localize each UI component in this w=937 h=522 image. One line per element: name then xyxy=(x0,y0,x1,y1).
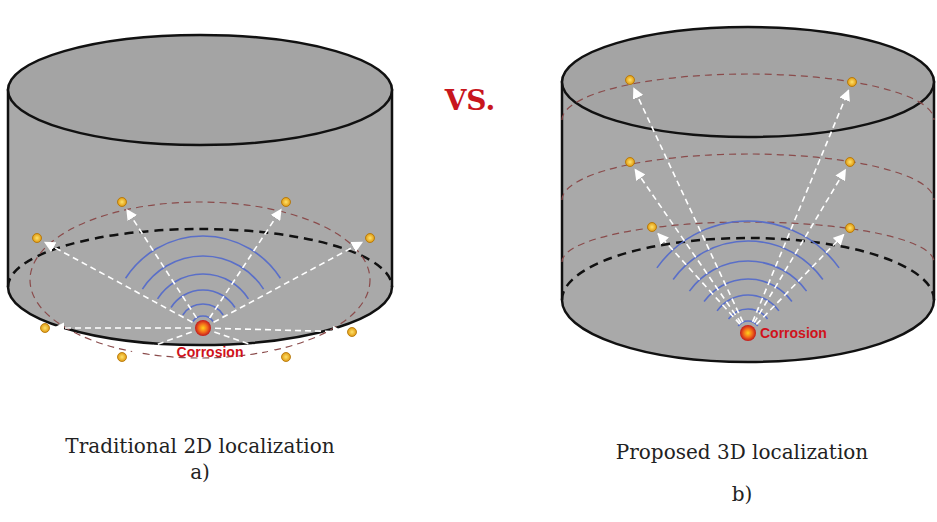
corrosion-source xyxy=(740,325,756,341)
wave-front xyxy=(657,221,839,268)
wave-front xyxy=(158,274,249,299)
sensor-ring xyxy=(562,154,934,200)
wave-path xyxy=(754,170,845,323)
ae-sensor xyxy=(626,76,635,85)
tank-roof xyxy=(562,27,934,137)
wave-front xyxy=(126,236,281,278)
tank-floor-hidden-edge xyxy=(562,238,934,300)
caption-text: Traditional 2D localization xyxy=(65,434,334,458)
ae-sensor xyxy=(366,234,375,243)
ae-sensor xyxy=(848,78,857,87)
wave-path xyxy=(127,210,197,318)
ae-sensor xyxy=(282,198,291,207)
tank-roof xyxy=(8,35,392,145)
panel-letter: b) xyxy=(732,482,753,506)
wave-path xyxy=(756,234,843,324)
tank-floor-hidden-edge xyxy=(8,229,392,287)
versus-mark: VS. xyxy=(445,84,496,117)
wave-path xyxy=(634,88,743,322)
ae-sensor xyxy=(41,324,50,333)
wave-front xyxy=(673,241,823,279)
wave-path xyxy=(45,242,193,322)
wave-path xyxy=(210,210,281,318)
ae-sensor xyxy=(33,234,42,243)
ae-sensor xyxy=(626,158,635,167)
corrosion-source xyxy=(195,320,211,336)
sensor-ring xyxy=(562,74,934,120)
ae-sensor xyxy=(846,158,855,167)
ae-sensor xyxy=(648,223,657,232)
sensor-ring xyxy=(30,202,370,358)
sensor-ring xyxy=(562,222,934,262)
wave-front xyxy=(171,290,235,307)
ae-sensor xyxy=(282,353,291,362)
wave-path xyxy=(753,90,849,322)
wave-front xyxy=(142,256,263,289)
ae-sensor xyxy=(118,353,127,362)
wave-path xyxy=(54,327,191,329)
corrosion-label: Corrosion xyxy=(177,344,244,360)
wave-path xyxy=(215,328,343,331)
panel-letter: a) xyxy=(190,460,210,484)
corrosion-label: Corrosion xyxy=(760,325,827,341)
caption-text: Proposed 3D localization xyxy=(616,440,868,464)
tank-3d xyxy=(562,27,934,362)
wave-path xyxy=(214,242,363,322)
ae-sensor xyxy=(348,328,357,337)
wave-path xyxy=(635,169,741,323)
ae-sensor xyxy=(846,224,855,233)
wave-front xyxy=(689,261,806,291)
ae-sensor xyxy=(118,198,127,207)
wave-path xyxy=(658,234,740,324)
tank-2d xyxy=(8,35,392,362)
